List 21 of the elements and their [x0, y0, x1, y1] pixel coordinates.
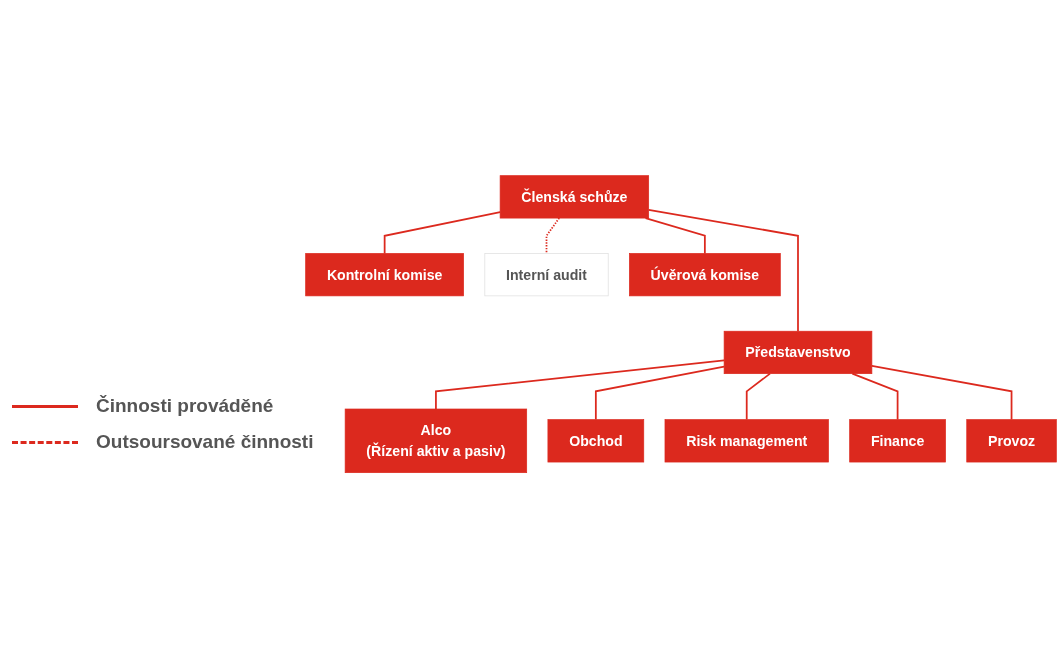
connector [647, 208, 799, 332]
node-box: Alco (Řízení aktiv a pasiv) [344, 408, 528, 473]
connector [545, 217, 561, 255]
connector [383, 211, 501, 255]
node-box: Úvěrová komise [629, 252, 781, 297]
connector [644, 217, 706, 255]
node-box: Finance [849, 419, 946, 463]
connector [594, 365, 725, 421]
connector [851, 372, 899, 421]
node-box: Provoz [966, 419, 1057, 463]
node-box: Představenstvo [723, 330, 873, 374]
node-box: Kontrolní komise [305, 252, 464, 297]
legend-text: Outsoursované činnosti [96, 431, 314, 453]
connector [871, 364, 1013, 421]
node-box: Interní audit [484, 252, 609, 297]
node-box: Členská schůze [499, 175, 650, 219]
connector [745, 372, 771, 421]
node-box: Obchod [547, 419, 645, 463]
node-box: Risk management [664, 419, 829, 463]
legend-text: Činnosti prováděné [96, 395, 274, 417]
connector [435, 359, 725, 410]
